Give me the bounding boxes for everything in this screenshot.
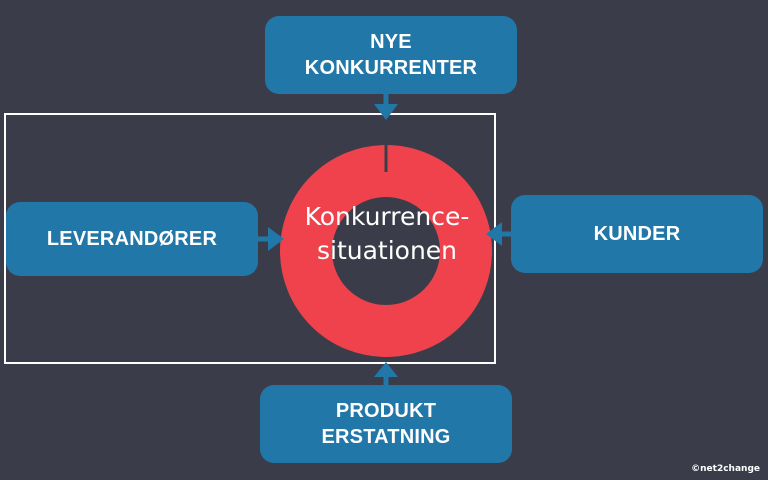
new-competitors-box: NYE KONKURRENTER xyxy=(265,16,517,94)
bottom-arrowhead xyxy=(374,362,398,377)
customers-label: KUNDER xyxy=(593,223,681,245)
copyright-notice: ©net2change xyxy=(691,464,760,474)
product-substitution-line1: PRODUKT xyxy=(335,400,437,422)
new-competitors-line2: KONKURRENTER xyxy=(304,57,478,79)
top-arrowhead xyxy=(374,104,398,120)
new-competitors-line1: NYE xyxy=(370,31,412,53)
suppliers-label: LEVERANDØRER xyxy=(46,228,218,250)
right-arrowhead xyxy=(486,222,502,246)
suppliers-box: LEVERANDØRER xyxy=(6,202,258,276)
competition-situation-label: Konkurrence- situationen xyxy=(282,200,492,268)
product-substitution-box: PRODUKT ERSTATNING xyxy=(260,385,512,463)
customers-box: KUNDER xyxy=(511,195,763,273)
product-substitution-line2: ERSTATNING xyxy=(321,426,451,448)
center-label-line2: situationen xyxy=(316,236,458,265)
center-label-line1: Konkurrence- xyxy=(304,202,470,231)
left-arrowhead xyxy=(268,227,284,251)
